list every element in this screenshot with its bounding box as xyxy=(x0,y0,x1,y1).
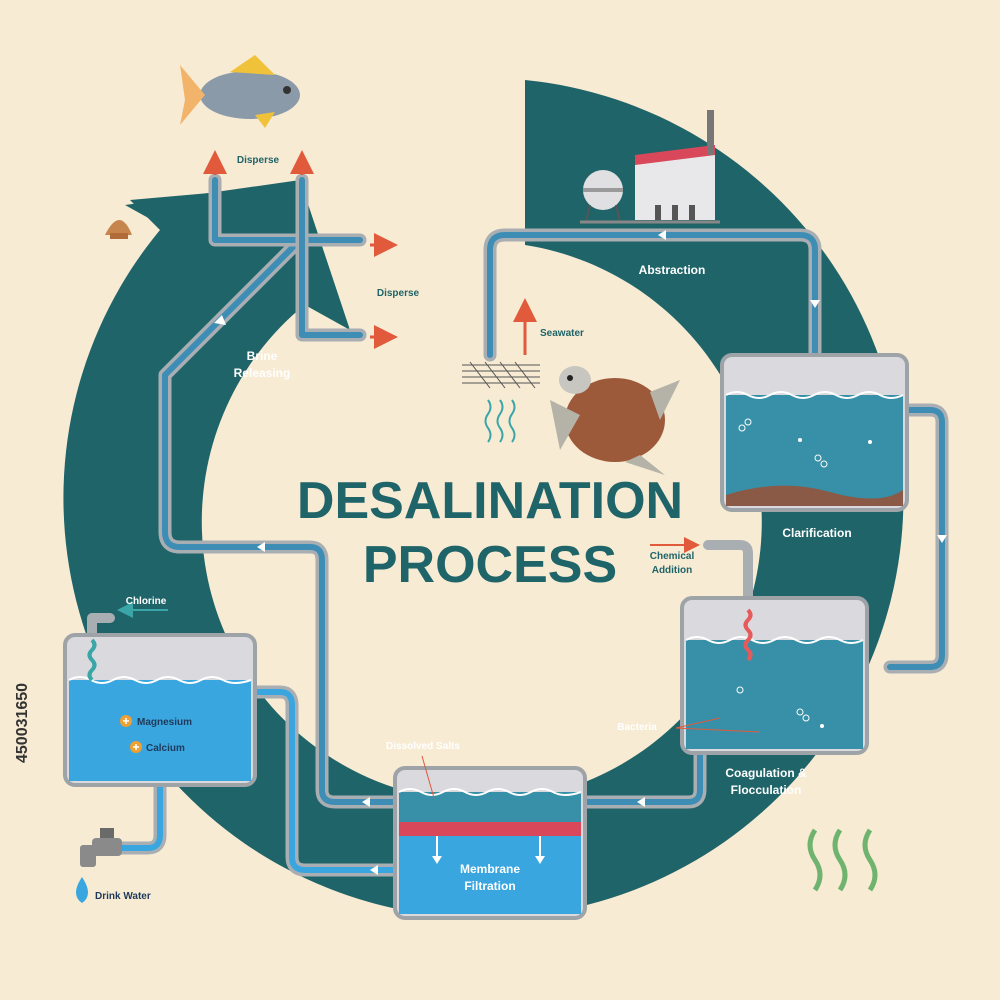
label-chemical-line2: Addition xyxy=(652,565,693,576)
membrane-tank xyxy=(393,755,587,920)
label-chemical-line1: Chemical xyxy=(650,551,695,562)
seawater-intake xyxy=(462,298,540,443)
stage-coagulation-line1: Coagulation & xyxy=(725,766,807,780)
stage-abstraction: Abstraction xyxy=(639,263,706,277)
stage-membrane-line2: Filtration xyxy=(464,879,515,893)
coagulation-tank xyxy=(675,596,869,755)
title-line1: DESALINATION xyxy=(297,472,683,530)
label-dissolved-salts: Dissolved Salts xyxy=(386,741,460,752)
disperse-arrows xyxy=(203,150,398,349)
pipe-network xyxy=(87,173,949,877)
clarification-tank xyxy=(720,353,909,512)
stage-coagulation-line2: Flocculation xyxy=(731,783,802,797)
stage-brine-line2: Releasing xyxy=(234,366,291,380)
label-disperse-side: Disperse xyxy=(377,288,420,299)
label-seawater: Seawater xyxy=(540,328,584,339)
desalination-plant xyxy=(580,110,720,224)
label-calcium: Calcium xyxy=(146,743,185,754)
title-line2: PROCESS xyxy=(363,536,617,594)
faucet-icon xyxy=(80,828,122,867)
stage-clarification: Clarification xyxy=(782,526,851,540)
drink-water-tank xyxy=(63,633,257,787)
label-chlorine: Chlorine xyxy=(126,596,167,607)
watermark-id: 450031650 xyxy=(14,683,31,763)
seaweed-icon xyxy=(807,828,878,892)
label-drink-water: Drink Water xyxy=(95,891,151,902)
water-drop-icon xyxy=(76,877,88,903)
label-bacteria: Bacteria xyxy=(617,722,657,733)
flow-markers xyxy=(214,230,947,875)
turtle-icon xyxy=(550,366,680,475)
shell-icon xyxy=(105,220,132,239)
label-disperse-top: Disperse xyxy=(237,155,280,166)
label-magnesium: Magnesium xyxy=(137,717,192,728)
stage-brine-line1: Brine xyxy=(247,349,278,363)
fish-icon xyxy=(180,55,300,128)
stage-membrane-line1: Membrane xyxy=(460,862,520,876)
ring-arrowhead xyxy=(125,180,350,330)
